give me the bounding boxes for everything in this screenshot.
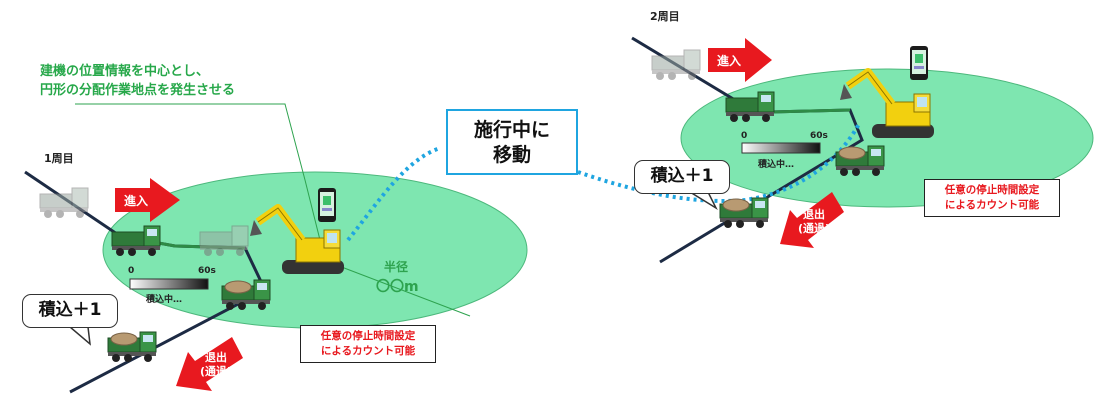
lap1-load-count-callout: 積込＋1 [22, 294, 118, 328]
lap2-exit-label: 退出 (通過) [798, 208, 830, 236]
lap2-load-count-callout: 積込＋1 [634, 160, 730, 194]
moving-line-2: 移動 [492, 144, 531, 166]
lap2-exit-line-1: 退出 [803, 208, 826, 221]
lap1-timer-max: 60s [198, 266, 216, 276]
lap1-note-line-2: によるカウント可能 [320, 345, 416, 357]
lap1-callout-tail [67, 326, 91, 346]
moving-box: 施行中に 移動 [446, 109, 578, 175]
lap2-timer-min: 0 [741, 131, 748, 141]
lap1-label: 1周目 [44, 152, 74, 165]
lap2-exit-arrow [780, 192, 844, 248]
lap1-phone-icon [318, 188, 336, 222]
lap1-enter-arrow [115, 178, 180, 222]
lap2-truck-exiting [720, 198, 768, 228]
lap1-exit-arrow [176, 337, 243, 391]
lap1-truck-exiting [108, 332, 156, 362]
caption-leader [75, 103, 321, 241]
lap2-timer-max: 60s [810, 131, 828, 141]
moving-line-1: 施行中に [473, 119, 550, 141]
lap2-timer-bar [741, 142, 821, 154]
lap1-exit-line-2: (通過) [200, 365, 233, 378]
caption-line-2: 円形の分配作業地点を発生させる [40, 83, 236, 98]
lap2-note: 任意の停止時間設定 によるカウント可能 [924, 179, 1060, 217]
lap2-phone-icon [910, 46, 928, 80]
lap1-ghost-truck-1 [39, 187, 89, 219]
lap1-timer-status: 積込中… [146, 295, 183, 305]
caption: 建機の位置情報を中心とし、 円形の分配作業地点を発生させる [40, 62, 235, 100]
lap1-timer-min: 0 [128, 266, 135, 276]
lap1-radius-value: 〇〇m [376, 279, 419, 295]
lap2-note-line-1: 任意の停止時間設定 [944, 184, 1040, 196]
lap2-label: 2周目 [650, 10, 680, 23]
move-path-2 [577, 121, 862, 203]
lap1-radius-label: 半径 [384, 260, 409, 274]
lap1-note: 任意の停止時間設定 によるカウント可能 [300, 325, 436, 363]
lap2-enter-arrow [708, 38, 772, 82]
lap1-exit-line-1: 退出 [205, 351, 228, 364]
lap2-note-line-2: によるカウント可能 [944, 199, 1040, 211]
lap1-enter-label: 進入 [124, 194, 149, 208]
lap2-timer-status: 積込中… [758, 160, 795, 170]
lap1-note-line-1: 任意の停止時間設定 [320, 330, 416, 342]
lap2-enter-label: 進入 [717, 54, 742, 68]
lap1-timer-bar [129, 278, 209, 290]
lap1-exit-label: 退出 (通過) [200, 351, 232, 379]
lap2-exit-line-2: (通過) [798, 222, 831, 235]
move-path-1 [346, 146, 441, 242]
caption-line-1: 建機の位置情報を中心とし、 [40, 64, 210, 79]
